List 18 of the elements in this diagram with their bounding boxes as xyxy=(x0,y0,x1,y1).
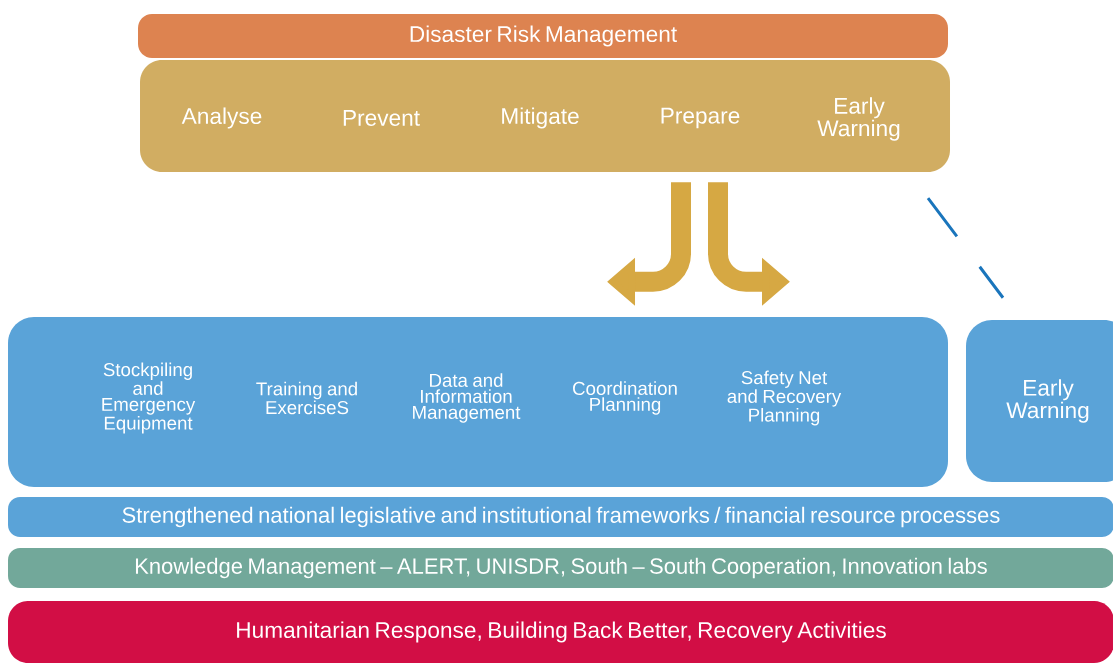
title-band: Disaster Risk Management xyxy=(138,14,948,58)
category-label: Analyse xyxy=(181,107,262,129)
banner: Knowledge Management – ALERT, UNISDR, South – South Cooperation, Innovation labs xyxy=(8,548,1113,588)
banner: Strengthened national legislative and institutional frameworks / financial resource processes xyxy=(8,497,1113,537)
category-label: Prepare xyxy=(661,107,740,129)
dashed-line xyxy=(926,197,1005,299)
banner: Humanitarian Response, Building Back Better, Recovery Activities xyxy=(8,601,1113,663)
panel xyxy=(8,317,948,487)
category-label: Prevent xyxy=(343,110,420,126)
category-label: Early Warning xyxy=(817,97,900,141)
category-label: Mitigate xyxy=(502,107,579,129)
side-box: Early Warning xyxy=(966,320,1113,482)
category-label: Data and Information Management xyxy=(413,373,521,423)
category-label: Stockpiling and Emergency Equipment xyxy=(102,362,196,434)
category-label: Training and ExerciseS xyxy=(256,381,357,415)
category-label: Coordination Planning xyxy=(573,381,677,415)
category-label: Safety Net and Recovery Planning xyxy=(727,370,842,426)
panel xyxy=(140,60,950,172)
